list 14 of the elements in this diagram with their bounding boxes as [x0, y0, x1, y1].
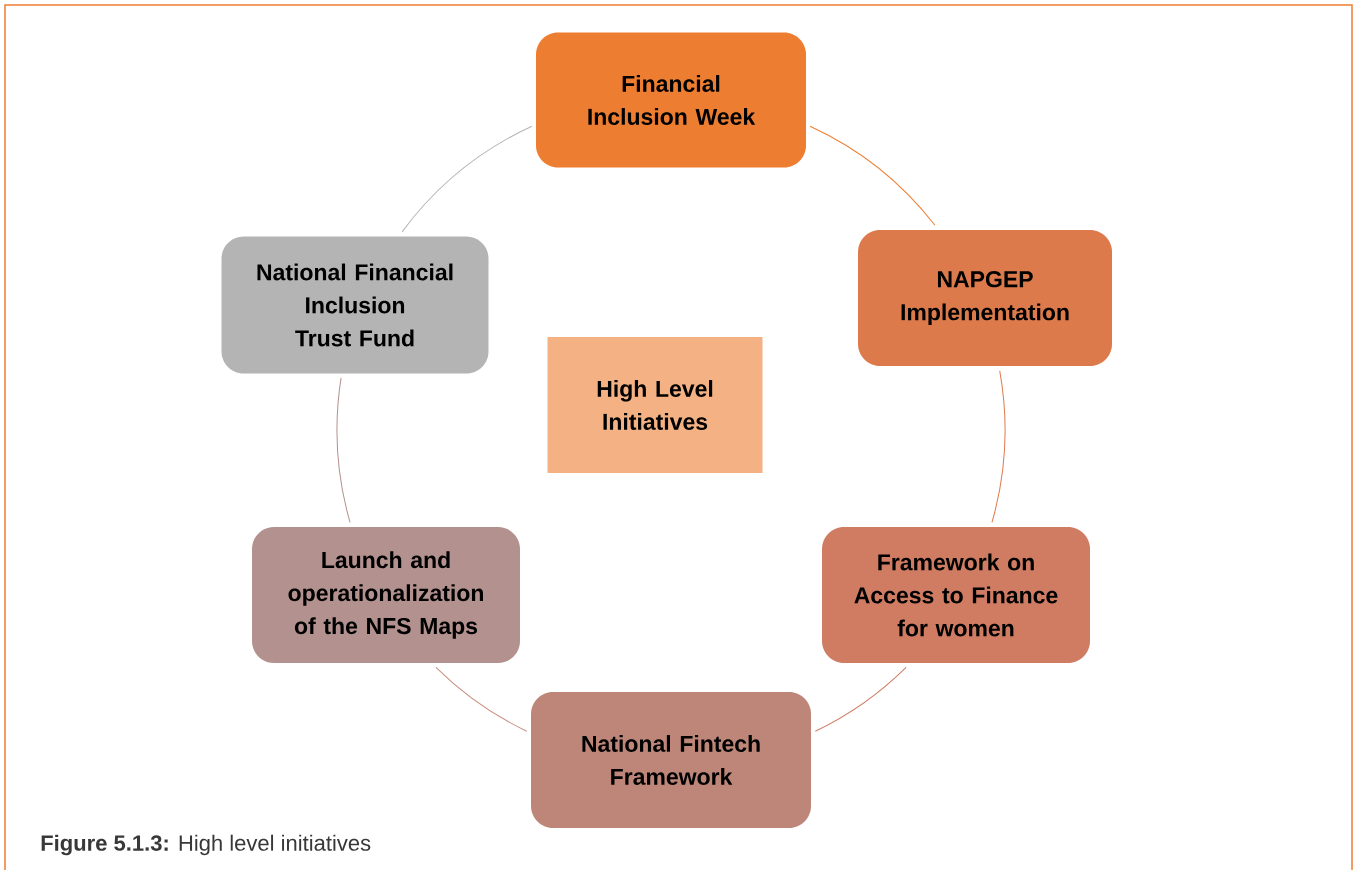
connector-arc — [336, 377, 351, 523]
initiative-box: Financial Inclusion Week — [536, 32, 806, 168]
initiative-box: Framework on Access to Finance for women — [822, 527, 1090, 663]
connector-arc — [991, 370, 1006, 523]
initiative-box: NAPGEP Implementation — [858, 230, 1112, 366]
initiative-box: Launch and operationalization of the NFS Maps — [252, 527, 520, 663]
connector-arc — [814, 666, 907, 732]
connector-arc — [809, 125, 936, 226]
initiative-box: National Fintech Framework — [531, 692, 811, 828]
connector-arc — [435, 666, 528, 732]
figure-caption: Figure 5.1.3: High level initiatives — [41, 834, 371, 856]
center-box: High Level Initiatives — [547, 337, 763, 473]
initiative-box: National Financial Inclusion Trust Fund — [221, 236, 489, 374]
connector-arc — [401, 125, 533, 233]
